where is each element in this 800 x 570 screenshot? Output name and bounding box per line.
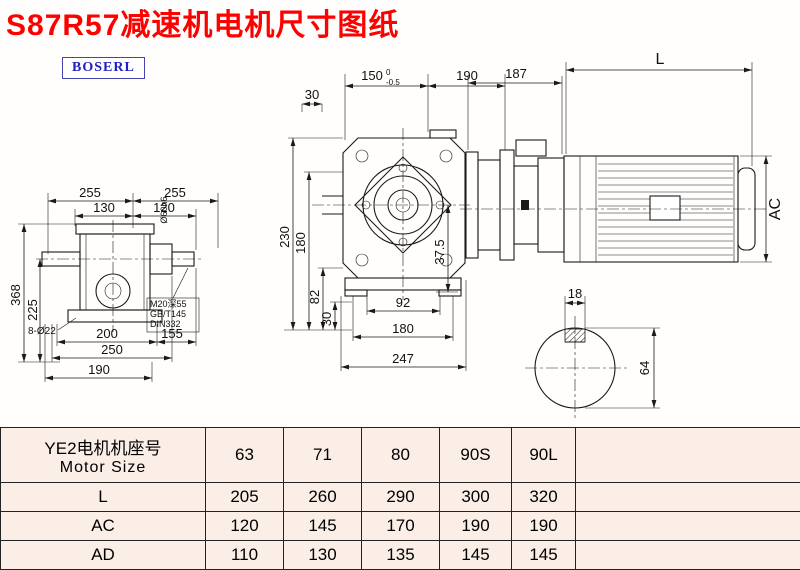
- dim-150: 150: [361, 68, 383, 83]
- technical-drawing: 255 255 130 120 368 225 Ø60h6 200: [8, 51, 784, 420]
- table-col-90s: 90S: [439, 427, 512, 483]
- dim-shaft-diameter: Ø60h6: [159, 196, 169, 223]
- dim-82: 82: [307, 290, 322, 304]
- shaft-section-view: 18 64: [525, 286, 660, 420]
- dim-L: L: [656, 51, 665, 68]
- table-header-line2: Motor Size: [59, 458, 147, 476]
- table-cell: 190: [439, 511, 512, 541]
- motor-view: 187 L AC: [460, 51, 784, 263]
- table-cell: 300: [439, 482, 512, 512]
- table-cell: 130: [283, 540, 362, 570]
- dim-120: 120: [153, 200, 175, 215]
- table-row-L: L 205 260 290 300 320: [0, 482, 800, 512]
- table-cell: 135: [361, 540, 440, 570]
- dim-180-bottom: 180: [392, 321, 414, 336]
- table-header-line1: YE2电机机座号: [44, 438, 162, 458]
- dim-368: 368: [8, 284, 23, 306]
- dim-18: 18: [568, 286, 582, 301]
- table-cell: 110: [205, 540, 284, 570]
- motor-size-table: YE2电机机座号 Motor Size 63 71 80 90S 90L L 2…: [0, 427, 800, 570]
- table-row-AC: AC 120 145 170 190 190: [0, 511, 800, 541]
- dim-30-left: 30: [319, 312, 334, 326]
- dim-130: 130: [93, 200, 115, 215]
- table-cell: 145: [283, 511, 362, 541]
- table-cell: 145: [511, 540, 576, 570]
- table-cell: 170: [361, 511, 440, 541]
- table-col-71: 71: [283, 427, 362, 483]
- table-col-80: 80: [361, 427, 440, 483]
- boserl-logo: BOSERL: [62, 57, 145, 79]
- row-label: AC: [0, 511, 206, 541]
- dim-190: 190: [88, 362, 110, 377]
- page-title: S87R57减速机电机尺寸图纸: [6, 9, 400, 42]
- table-cell: 320: [511, 482, 576, 512]
- table-cell: 290: [361, 482, 440, 512]
- dim-247: 247: [392, 351, 414, 366]
- note-thread-3: DIN332: [150, 319, 181, 329]
- note-thread-1: M20深55: [150, 299, 187, 309]
- dim-150-tol-lower: -0.5: [386, 78, 400, 87]
- dim-190-top: 190: [456, 68, 478, 83]
- table-cell-empty: [575, 540, 800, 570]
- dim-255-right: 255: [164, 185, 186, 200]
- table-cell: 190: [511, 511, 576, 541]
- dim-37-5: 37.5: [432, 239, 447, 264]
- dim-30-top: 30: [305, 87, 319, 102]
- table-cell-empty: [575, 427, 800, 483]
- dim-92: 92: [396, 295, 410, 310]
- dim-180-left: 180: [293, 232, 308, 254]
- dim-187: 187: [505, 66, 527, 81]
- dim-255-left: 255: [79, 185, 101, 200]
- row-label: AD: [0, 540, 206, 570]
- table-col-90l: 90L: [511, 427, 576, 483]
- dim-64: 64: [637, 361, 652, 375]
- dim-150-tol-upper: 0: [386, 68, 391, 77]
- row-label: L: [0, 482, 206, 512]
- dim-200: 200: [96, 326, 118, 341]
- table-header-motor-size: YE2电机机座号 Motor Size: [0, 427, 206, 483]
- gearbox-side-view: 255 255 130 120 368 225 Ø60h6 200: [8, 185, 219, 382]
- table-row-AD: AD 110 130 135 145 145: [0, 540, 800, 570]
- note-thread-2: GB/T145: [150, 309, 186, 319]
- dim-230: 230: [277, 226, 292, 248]
- dim-AC: AC: [767, 198, 784, 220]
- dim-225: 225: [25, 299, 40, 321]
- table-cell: 120: [205, 511, 284, 541]
- dim-250: 250: [101, 342, 123, 357]
- note-8-o22: 8-Ø22: [28, 326, 56, 337]
- table-cell: 205: [205, 482, 284, 512]
- table-cell-empty: [575, 482, 800, 512]
- table-cell: 145: [439, 540, 512, 570]
- table-cell-empty: [575, 511, 800, 541]
- table-col-63: 63: [205, 427, 284, 483]
- table-cell: 260: [283, 482, 362, 512]
- table-header-row: YE2电机机座号 Motor Size 63 71 80 90S 90L: [0, 427, 800, 483]
- gearbox-front-view: 150 0 -0.5 190 30 230 180 82 30: [277, 68, 506, 371]
